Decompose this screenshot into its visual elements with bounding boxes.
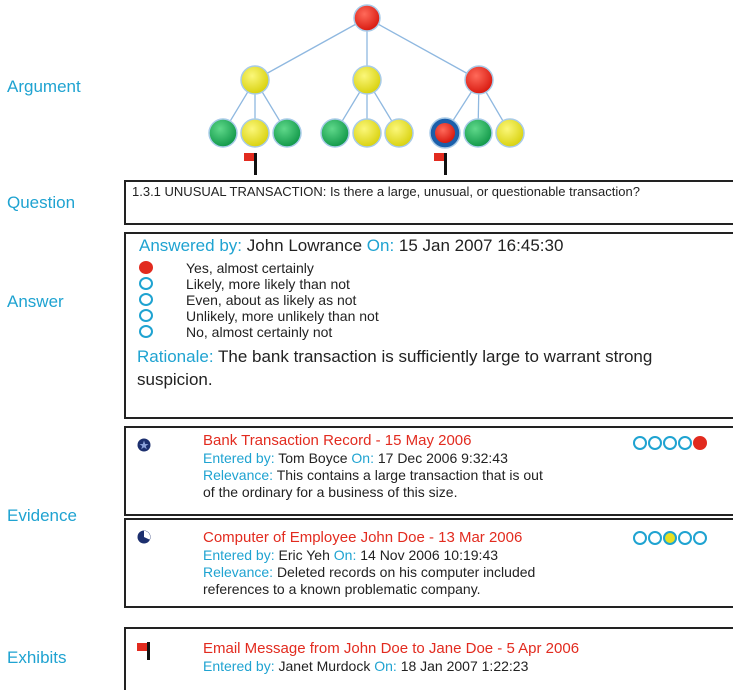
rating-circle-selected[interactable] bbox=[693, 436, 707, 450]
rationale-label: Rationale: bbox=[137, 347, 214, 366]
rationale: Rationale: The bank transaction is suffi… bbox=[137, 345, 720, 391]
tree-node-root bbox=[353, 4, 381, 32]
evidence-rating[interactable] bbox=[633, 531, 707, 545]
answer-option[interactable]: No, almost certainly not bbox=[139, 324, 720, 340]
evidence-title[interactable]: Bank Transaction Record - 15 May 2006 bbox=[203, 432, 472, 449]
answer-option-label: No, almost certainly not bbox=[186, 324, 333, 340]
label-argument: Argument bbox=[7, 77, 81, 96]
evidence-rating[interactable] bbox=[633, 436, 707, 450]
entered-by-label: Entered by: bbox=[203, 547, 275, 563]
answered-on-value: 15 Jan 2007 16:45:30 bbox=[398, 236, 564, 255]
answer-option[interactable]: Unlikely, more unlikely than not bbox=[139, 308, 720, 324]
relevance-text-cont: of the ordinary for a business of this s… bbox=[203, 484, 458, 500]
flag-icon bbox=[434, 153, 447, 175]
tree-node-l2-4 bbox=[320, 118, 350, 148]
rationale-text: The bank transaction is sufficiently lar… bbox=[137, 347, 653, 389]
answer-option-label: Unlikely, more unlikely than not bbox=[186, 308, 379, 324]
entered-on-label: On: bbox=[374, 658, 397, 674]
label-question: Question bbox=[7, 193, 76, 212]
tree-node-l2-6 bbox=[384, 118, 414, 148]
entered-by-value: Janet Murdock bbox=[278, 658, 371, 674]
relevance-text-cont: references to a known problematic compan… bbox=[203, 581, 481, 597]
exhibit-title[interactable]: Email Message from John Doe to Jane Doe … bbox=[203, 640, 580, 657]
answer-option-label: Even, about as likely as not bbox=[186, 292, 357, 308]
radio-icon[interactable] bbox=[139, 293, 153, 306]
entered-by-label: Entered by: bbox=[203, 658, 275, 674]
answer-header: Answered by: John Lowrance On: 15 Jan 20… bbox=[139, 236, 720, 256]
evidence-rating-pie-icon bbox=[137, 438, 151, 452]
evidence-title[interactable]: Computer of Employee John Doe - 13 Mar 2… bbox=[203, 529, 523, 546]
tree-node-l1-1 bbox=[240, 65, 270, 95]
relevance-label: Relevance: bbox=[203, 467, 274, 483]
rating-circle[interactable] bbox=[678, 531, 692, 545]
rating-circle[interactable] bbox=[663, 436, 677, 450]
label-exhibits: Exhibits bbox=[7, 648, 67, 667]
answer-option[interactable]: Even, about as likely as not bbox=[139, 292, 720, 308]
answered-by-label: Answered by: bbox=[139, 236, 242, 255]
rating-circle[interactable] bbox=[633, 531, 647, 545]
rating-circle[interactable] bbox=[633, 436, 647, 450]
entered-on-label: On: bbox=[351, 450, 374, 466]
rating-circle[interactable] bbox=[693, 531, 707, 545]
tree-node-l2-9 bbox=[495, 118, 525, 148]
rating-circle[interactable] bbox=[648, 531, 662, 545]
entered-on-label: On: bbox=[333, 547, 357, 563]
radio-icon[interactable] bbox=[139, 325, 153, 338]
relevance-text: This contains a large transaction that i… bbox=[276, 467, 543, 483]
entered-on-value: 14 Nov 2006 10:19:43 bbox=[360, 547, 499, 563]
rating-circle[interactable] bbox=[648, 436, 662, 450]
relevance-label: Relevance: bbox=[203, 564, 274, 580]
answer-box: Answered by: John Lowrance On: 15 Jan 20… bbox=[124, 232, 733, 419]
answer-option[interactable]: Likely, more likely than not bbox=[139, 276, 720, 292]
rating-circle-selected[interactable] bbox=[663, 531, 677, 545]
evidence-item[interactable]: Bank Transaction Record - 15 May 2006 En… bbox=[124, 426, 733, 516]
entered-by-label: Entered by: bbox=[203, 450, 275, 466]
answer-option-label: Likely, more likely than not bbox=[186, 276, 350, 292]
question-text: 1.3.1 UNUSUAL TRANSACTION: Is there a la… bbox=[132, 184, 640, 199]
radio-icon[interactable] bbox=[139, 309, 153, 322]
label-answer: Answer bbox=[7, 292, 64, 311]
answered-by-value: John Lowrance bbox=[246, 236, 363, 255]
radio-selected-icon[interactable] bbox=[139, 261, 153, 274]
entered-by-value: Tom Boyce bbox=[278, 450, 348, 466]
tree-node-l2-2 bbox=[240, 118, 270, 148]
answered-on-label: On: bbox=[366, 236, 395, 255]
relevance-text: Deleted records on his computer included bbox=[276, 564, 536, 580]
entered-on-value: 18 Jan 2007 1:22:23 bbox=[400, 658, 529, 674]
tree-node-l1-3 bbox=[464, 65, 494, 95]
exhibit-item[interactable]: Email Message from John Doe to Jane Doe … bbox=[124, 627, 733, 690]
tree-node-l2-5 bbox=[352, 118, 382, 148]
tree-node-l1-2 bbox=[352, 65, 382, 95]
radio-icon[interactable] bbox=[139, 277, 153, 290]
tree-node-l2-1 bbox=[208, 118, 238, 148]
tree-node-l2-3 bbox=[272, 118, 302, 148]
answer-option-label: Yes, almost certainly bbox=[186, 260, 314, 276]
label-evidence: Evidence bbox=[7, 506, 77, 525]
evidence-rating-pie-icon bbox=[137, 530, 151, 544]
question-box: 1.3.1 UNUSUAL TRANSACTION: Is there a la… bbox=[124, 180, 733, 225]
rating-circle[interactable] bbox=[678, 436, 692, 450]
entered-by-value: Eric Yeh bbox=[278, 547, 330, 563]
answer-option[interactable]: Yes, almost certainly bbox=[139, 260, 720, 276]
answer-options: Yes, almost certainly Likely, more likel… bbox=[139, 260, 720, 340]
tree-node-l2-8 bbox=[463, 118, 493, 148]
evidence-item[interactable]: Computer of Employee John Doe - 13 Mar 2… bbox=[124, 518, 733, 608]
flag-icon bbox=[137, 642, 150, 660]
flag-icon bbox=[244, 153, 257, 175]
argument-tree[interactable] bbox=[0, 0, 733, 180]
entered-on-value: 17 Dec 2006 9:32:43 bbox=[377, 450, 508, 466]
